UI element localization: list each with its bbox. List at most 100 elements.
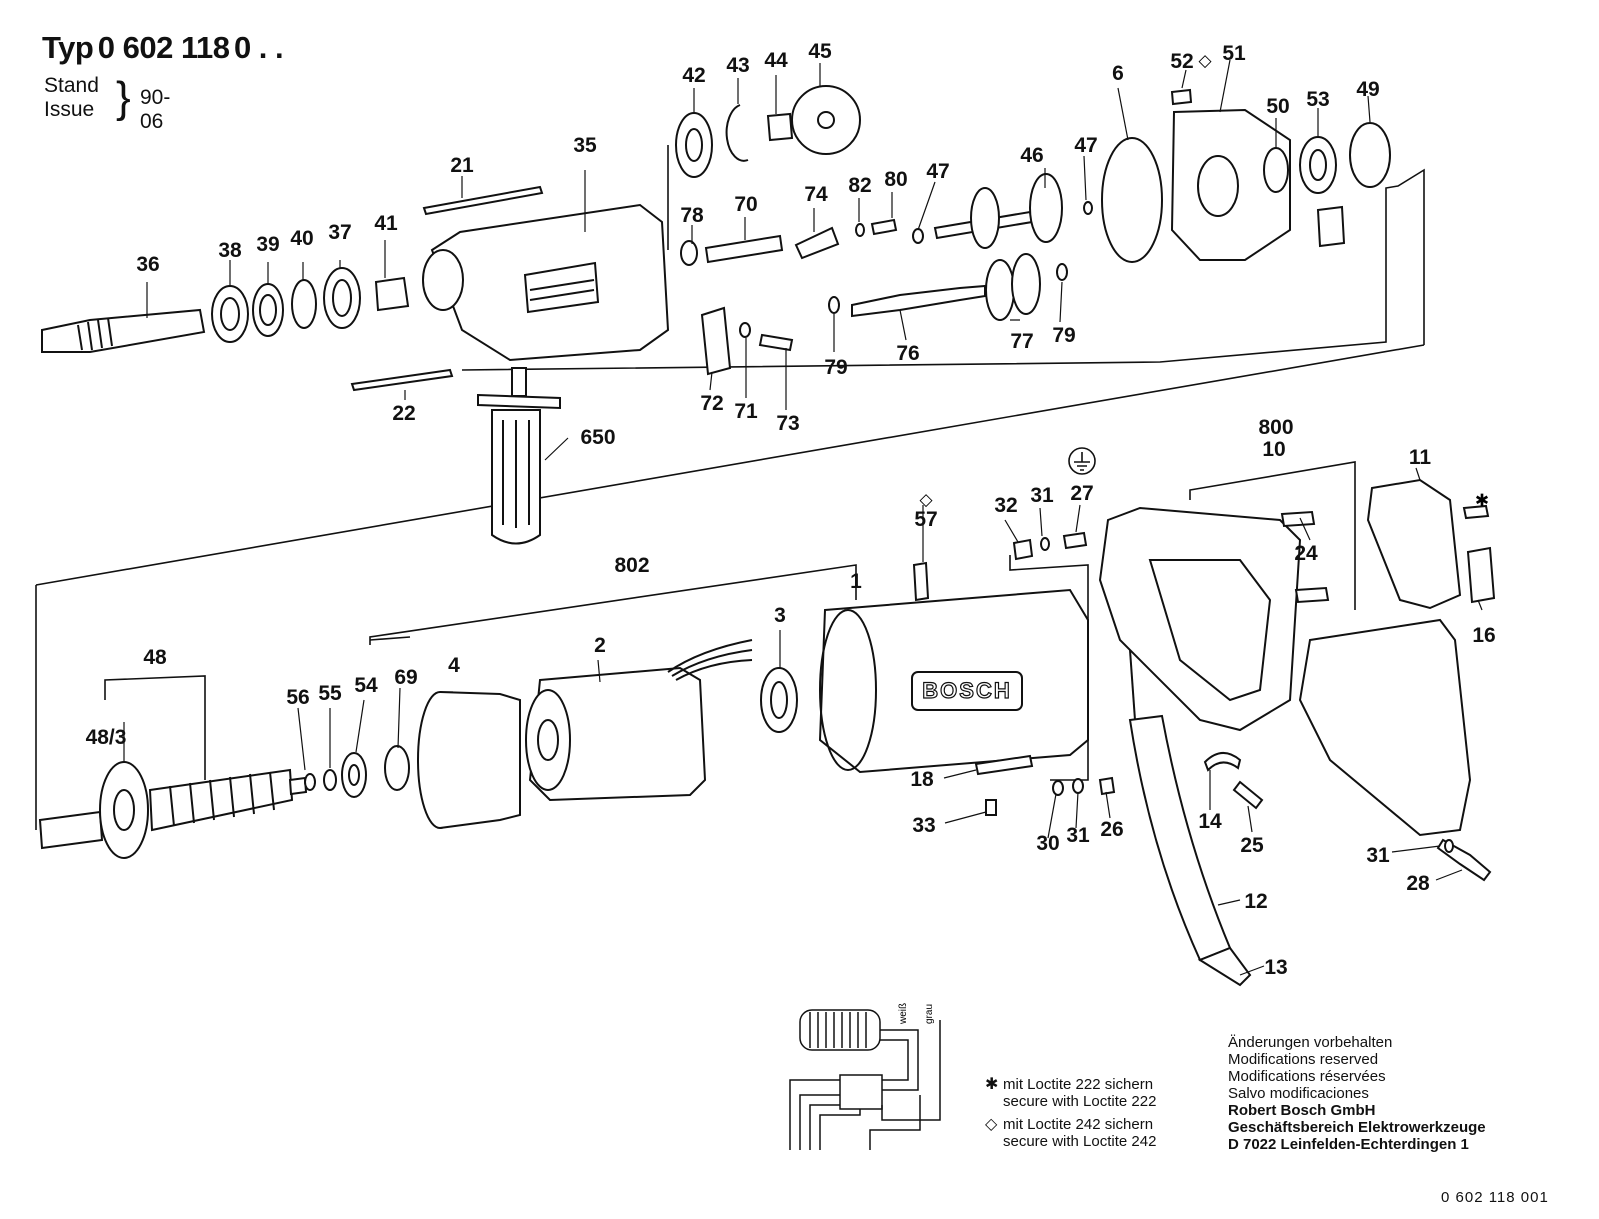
callout-33: 33 [912,814,935,837]
loctite-222-note: ✱ mit Loctite 222 sichern secure with Lo… [985,1076,1156,1110]
switch-11 [1366,478,1462,610]
typ-label: Typ [42,30,94,65]
sleeve-41 [374,276,410,312]
washer-31b [1072,778,1084,794]
callout-21: 21 [450,154,474,177]
callout-650: 650 [580,426,615,449]
callout-1: 1 [850,570,862,593]
shaft-76 [851,284,986,318]
callout-35: 35 [573,134,597,157]
clip-32 [1012,538,1034,561]
callout-31b: 31 [1066,824,1090,847]
callout-72: 72 [700,392,723,415]
screw-22 [350,368,454,392]
screw-52 [1170,88,1193,106]
upper-parts [41,85,1391,545]
bearing-53 [1299,136,1337,194]
gear-housing-35 [422,203,670,362]
upper-frame-line [461,168,1425,371]
cord-clamp-14 [1203,752,1242,772]
issue-label: Issue [44,98,95,121]
switch-box [839,1074,883,1110]
callout-49: 49 [1356,78,1379,101]
callout-79a: 79 [824,356,847,379]
washer-56 [304,773,316,791]
screw-24b [1294,586,1330,604]
company-division: Geschäftsbereich Elektrowerkzeuge [1228,1119,1486,1136]
callout-47b: 47 [1074,134,1097,157]
callout-54: 54 [354,674,378,697]
cord-12 [1128,714,1232,962]
bracket-802 [369,564,857,645]
callout-800: 800 [1258,416,1293,439]
screw-21 [422,185,544,216]
callout-41: 41 [374,212,398,235]
nut-26 [1098,776,1116,796]
washer-31a [1040,537,1050,551]
washer-55 [323,769,337,791]
bracket-48 [104,675,206,780]
bracket-54-69 [369,636,411,641]
washer-31c [1444,839,1454,853]
leader-lines [123,59,1483,976]
callout-79b: 79 [1052,324,1075,347]
callout-55: 55 [318,682,342,705]
mod-de: Änderungen vorbehalten [1228,1034,1393,1051]
callout-6: 6 [1112,62,1124,85]
callout-10: 10 [1262,438,1285,461]
callout-37: 37 [328,221,351,244]
typ-suffix: 0 . . [233,30,284,65]
bosch-plate [911,671,1023,711]
callout-36: 36 [136,253,159,276]
mod-es: Salvo modificaciones [1228,1085,1369,1102]
callout-22: 22 [392,402,415,425]
washer-79b [1056,263,1068,281]
document-number: 0 602 118 001 [1441,1189,1549,1206]
bosch-brand-text: BOSCH [922,678,1011,703]
callout-28: 28 [1406,872,1430,895]
callout-40: 40 [290,227,313,250]
assembly-frames [35,145,1425,830]
cable-coil [799,1009,881,1051]
callout-78: 78 [680,204,704,227]
type-heading: Typ 0 602 118 0 . . [42,30,284,66]
callout-57: 57 [914,508,937,531]
spindle-36 [41,308,206,353]
tool-49a [1316,205,1346,248]
lower-parts [38,478,1496,987]
stand-label: Stand [44,74,99,97]
star-icon: ✱ [985,1076,999,1093]
bearing-78 [680,240,698,266]
motor-housing-1 [818,588,1089,774]
air-guide-4 [417,691,521,829]
callout-73: 73 [776,412,799,435]
ring-69 [384,745,410,791]
pin-70 [704,234,784,264]
callout-12: 12 [1244,890,1267,913]
callout-802: 802 [614,554,649,577]
plate-18 [974,754,1034,776]
bracket-800 [1189,461,1356,610]
handle-cover-800 [1298,618,1472,837]
mod-fr: Modifications réservées [1228,1068,1386,1085]
brace-glyph: } [116,73,131,122]
mod-en: Modifications reserved [1228,1051,1379,1068]
callout-labels: 36 38 39 40 37 41 35 21 22 650 42 43 44 … [86,40,1496,979]
washer-40 [291,279,317,329]
ring-3 [760,667,798,733]
callout-69: 69 [394,666,417,689]
earth-icon [1068,447,1096,475]
typ-prefix: 0 60 [97,30,157,65]
diamond-marker-52: ◇ [1198,51,1212,70]
screw-57 [912,561,930,602]
diamond-marker-57: ◇ [919,490,933,509]
callout-74: 74 [804,183,828,206]
callout-43: 43 [726,54,749,77]
wire-label-weiss: weiß [898,1003,909,1025]
wire-label-grau: grau [924,1004,935,1024]
gear-45 [791,85,861,155]
flange-51 [1170,108,1291,261]
screw-73 [758,333,794,352]
callout-46: 46 [1020,144,1043,167]
